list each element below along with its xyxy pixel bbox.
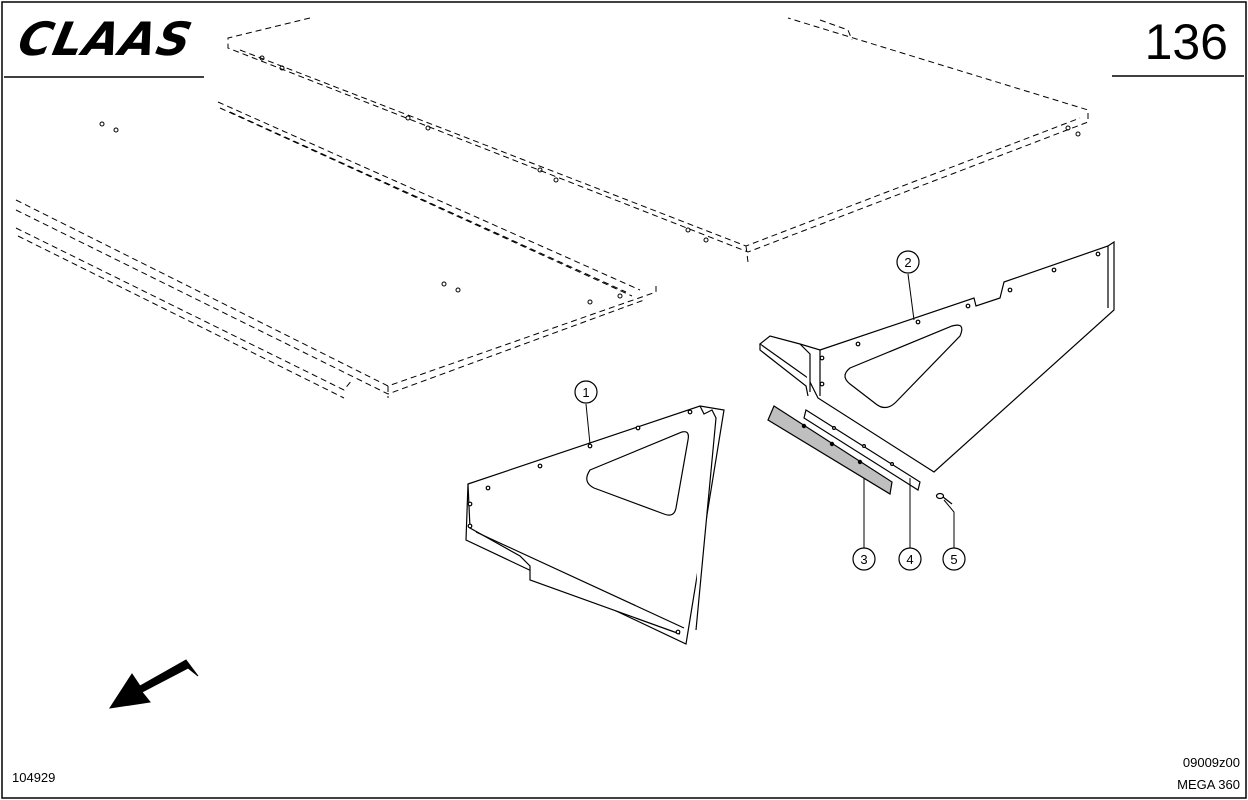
- callout-circles: [574, 250, 966, 571]
- callout-label-3: 3: [860, 552, 867, 567]
- leader-lines: [585, 273, 955, 548]
- callout-label-4: 4: [906, 552, 913, 567]
- brand-logo: CLAAS: [13, 12, 198, 66]
- part-1-side-panel-left: [465, 405, 725, 645]
- callout-circle-2: [896, 250, 920, 274]
- callout-circle-1: [574, 380, 598, 404]
- page-number: 136: [1144, 14, 1228, 70]
- callout-label-5: 5: [950, 552, 957, 567]
- callout-labels: 1 2 3 4 5: [582, 255, 957, 567]
- machine-model: MEGA 360: [1177, 777, 1240, 792]
- callout-label-2: 2: [904, 255, 911, 270]
- part-3-wear-strip: [767, 405, 893, 495]
- part-4-clamping-strip: [803, 409, 921, 491]
- ghost-platform-lower-holes: [99, 121, 623, 305]
- drawing-code: 09009z00: [1182, 755, 1240, 770]
- ghost-platform-upper: [227, 17, 1089, 263]
- callout-label-1: 1: [582, 385, 589, 400]
- arrow-down-left-icon: [108, 659, 199, 709]
- callout-circle-4: [898, 547, 922, 571]
- ghost-platform-upper-holes: [259, 55, 1081, 243]
- callout-circle-3: [852, 547, 876, 571]
- document-id: 104929: [12, 770, 56, 785]
- callout-circle-5: [942, 547, 966, 571]
- part-5-screw: [935, 492, 953, 505]
- part-2-side-panel-right: [759, 240, 1115, 473]
- ghost-platform-lower: [15, 101, 657, 399]
